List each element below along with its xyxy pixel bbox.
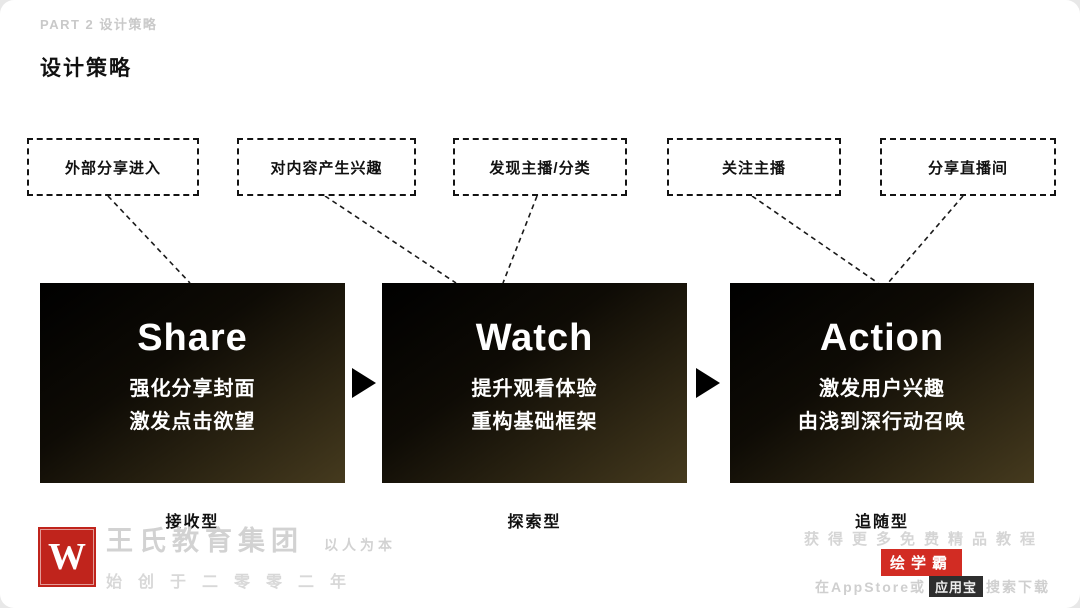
company-founded-text: 始创于二零零二年 bbox=[106, 574, 363, 591]
download-suffix: 搜索下载 bbox=[986, 578, 1050, 595]
stage-type-label: 追随型 bbox=[854, 514, 909, 531]
stage-desc-line1: 强化分享封面 bbox=[129, 378, 256, 400]
stage-description: 激发用户兴趣 由浅到深行动召唤 bbox=[730, 373, 1034, 439]
entry-box-follow-streamer: 关注主播 bbox=[667, 138, 841, 196]
brand-badge: 绘学霸 bbox=[880, 549, 962, 576]
stage-title: Share bbox=[137, 317, 248, 359]
arrow-right-icon bbox=[352, 368, 376, 398]
stage-description: 提升观看体验 重构基础框架 bbox=[382, 373, 687, 439]
arrow-right-icon bbox=[696, 368, 720, 398]
company-logo: W bbox=[38, 527, 96, 587]
entry-box-label: 外部分享进入 bbox=[64, 159, 161, 177]
stage-card-watch: Watch 提升观看体验 重构基础框架 bbox=[382, 283, 687, 483]
breadcrumb: PART 2 设计策略 bbox=[40, 17, 158, 32]
entry-box-content-interest: 对内容产生兴趣 bbox=[237, 138, 416, 196]
stage-card-action: Action 激发用户兴趣 由浅到深行动召唤 bbox=[730, 283, 1034, 483]
entry-box-external-share: 外部分享进入 bbox=[27, 138, 199, 196]
entry-box-label: 对内容产生兴趣 bbox=[270, 159, 383, 177]
download-hint: 在AppStore或 应用宝 搜索下载 bbox=[815, 576, 1050, 597]
stage-desc-line1: 激发用户兴趣 bbox=[819, 378, 945, 400]
promo-text: 获得更多免费精品教程 bbox=[803, 531, 1044, 548]
stage-type-label: 探索型 bbox=[507, 514, 562, 531]
stage-desc-line2: 由浅到深行动召唤 bbox=[798, 411, 966, 433]
stage-title: Action bbox=[819, 317, 945, 359]
stage-desc-line1: 提升观看体验 bbox=[471, 378, 598, 400]
store-badge: 应用宝 bbox=[928, 576, 983, 597]
stage-type-label: 接收型 bbox=[165, 514, 220, 531]
stage-desc-line2: 重构基础框架 bbox=[471, 411, 598, 433]
stage-desc-line2: 激发点击欲望 bbox=[129, 411, 256, 433]
stage-description: 强化分享封面 激发点击欲望 bbox=[40, 373, 345, 439]
stage-card-share: Share 强化分享封面 激发点击欲望 bbox=[40, 283, 345, 483]
entry-box-label: 发现主播/分类 bbox=[489, 159, 591, 177]
company-name: 王氏教育集团 bbox=[106, 526, 304, 556]
entry-box-label: 关注主播 bbox=[721, 159, 786, 177]
company-row: 王氏教育集团 以人为本 bbox=[106, 528, 396, 555]
entry-box-discover-streamer: 发现主播/分类 bbox=[453, 138, 627, 196]
stage-title: Watch bbox=[475, 317, 594, 359]
download-prefix: 在AppStore或 bbox=[814, 578, 926, 595]
page-title: 设计策略 bbox=[40, 57, 132, 80]
company-slogan: 以人为本 bbox=[324, 537, 396, 553]
entry-box-label: 分享直播间 bbox=[927, 159, 1008, 177]
entry-box-share-room: 分享直播间 bbox=[880, 138, 1056, 196]
